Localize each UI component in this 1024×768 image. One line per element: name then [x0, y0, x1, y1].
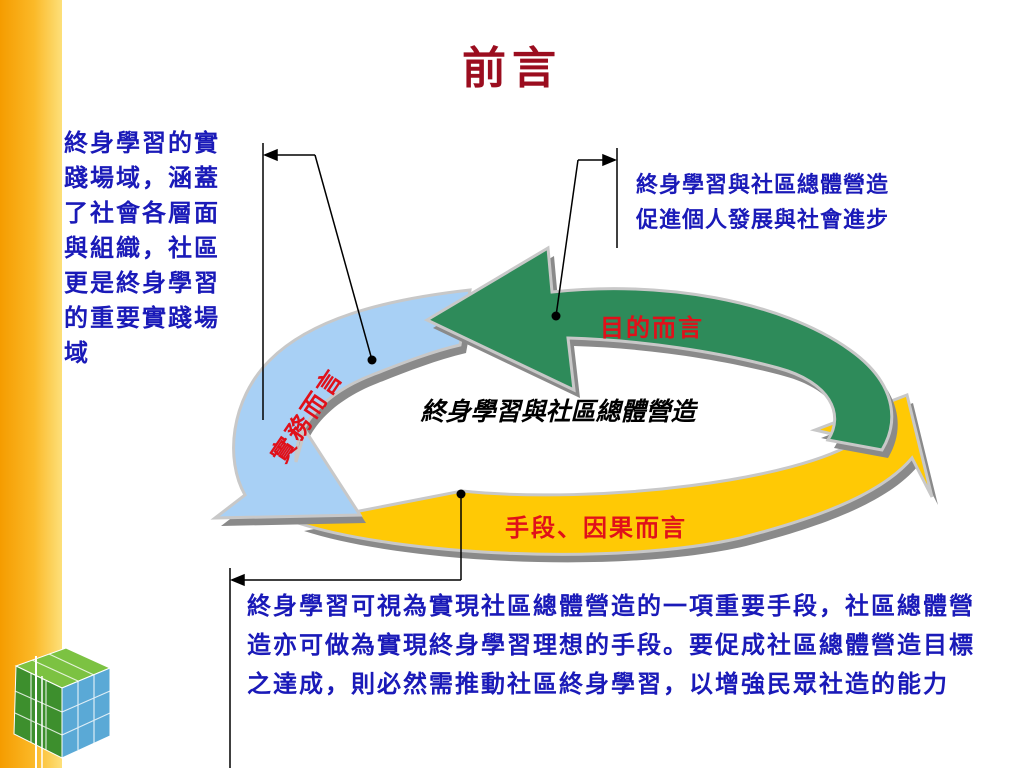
left-annotation: 終身學習的實踐場域，涵蓋了社會各層面與組織，社區更是終身學習的重要實踐場域	[64, 128, 220, 367]
green-cycle-arrow	[423, 245, 898, 458]
left-callout-line	[262, 143, 373, 420]
bottom-callout-line	[229, 494, 462, 768]
decorative-cube-icon	[13, 647, 112, 768]
right-annotation-line1: 終身學習與社區總體營造	[636, 172, 890, 198]
right-annotation: 終身學習與社區總體營造 促進個人發展與社會進步	[636, 168, 1016, 238]
right-annotation-line2: 促進個人發展與社會進步	[636, 207, 890, 233]
left-callout-dot	[367, 355, 377, 365]
blue-cycle-arrow	[210, 288, 476, 526]
center-label: 終身學習與社區總體營造	[420, 397, 698, 426]
bottom-annotation: 終身學習可視為實現社區總體營造的一項重要手段，社區總體營造亦可做為實現終身學習理…	[247, 591, 975, 698]
page-title: 前言	[462, 43, 562, 94]
green-arrow-label: 目的而言	[600, 313, 704, 342]
sidebar-gradient-bar	[0, 0, 62, 768]
right-callout-dot	[551, 311, 561, 321]
right-callout-line	[555, 148, 618, 317]
yellow-arrow-label: 手段、因果而言	[505, 513, 687, 542]
yellow-cycle-arrow	[297, 392, 938, 563]
bottom-callout-dot	[456, 489, 466, 499]
